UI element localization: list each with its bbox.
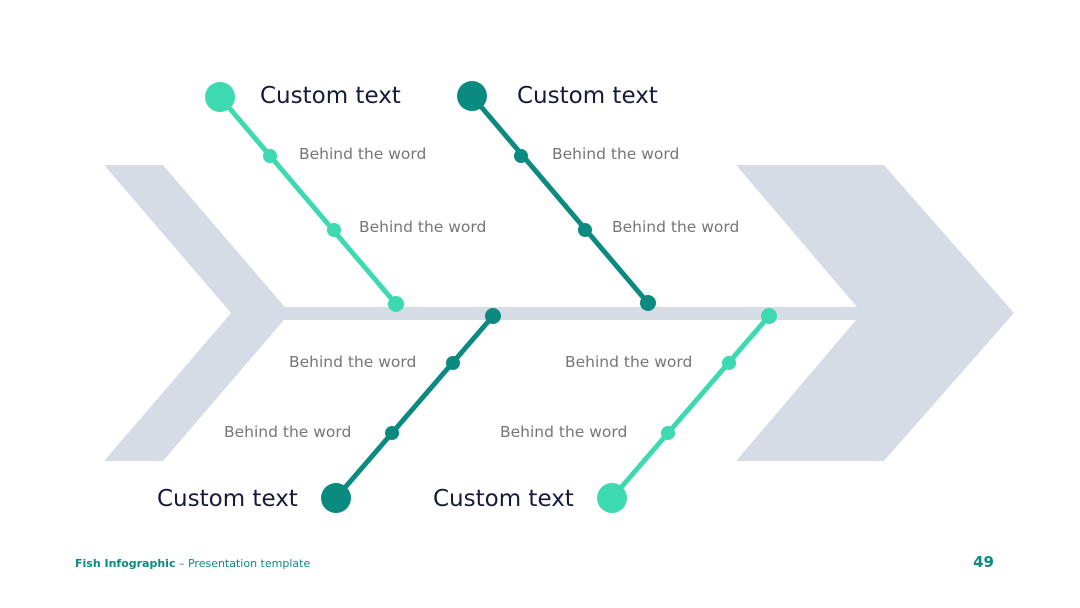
bone-3-end-dot (321, 483, 351, 513)
bone-1: Custom text Behind the word Behind the w… (205, 82, 486, 312)
bone-4-node-1 (722, 356, 736, 370)
bone-4-line (609, 313, 772, 501)
bone-1-end-dot (205, 82, 235, 112)
bone-4-end-dot (597, 483, 627, 513)
page-number: 49 (973, 553, 994, 571)
bone-4-item-2: Behind the word (500, 423, 627, 441)
bone-2-node-1 (514, 149, 528, 163)
bone-1-spine-dot (388, 296, 404, 312)
bone-1-node-2 (327, 223, 341, 237)
bone-4: Behind the word Behind the word Custom t… (433, 308, 777, 513)
bone-2-spine-dot (640, 295, 656, 311)
bone-4-spine-dot (761, 308, 777, 324)
bone-4-item-1: Behind the word (565, 353, 692, 371)
bone-2: Custom text Behind the word Behind the w… (457, 81, 739, 311)
footer-brand: Fish Infographic (75, 557, 176, 570)
bone-3-item-1: Behind the word (289, 353, 416, 371)
fish-spine (270, 307, 870, 320)
fish-head-chevron (736, 165, 1014, 461)
footer-subtitle: – Presentation template (175, 557, 311, 570)
bone-1-title: Custom text (260, 83, 401, 109)
fish-tail-chevron (104, 165, 290, 461)
bone-2-item-1: Behind the word (552, 145, 679, 163)
bone-3-item-2: Behind the word (224, 423, 351, 441)
bone-2-end-dot (457, 81, 487, 111)
bone-3: Behind the word Behind the word Custom t… (157, 308, 501, 513)
bone-2-line (469, 93, 651, 306)
bone-1-node-1 (263, 149, 277, 163)
bone-3-node-2 (385, 426, 399, 440)
bone-3-spine-dot (485, 308, 501, 324)
bone-2-title: Custom text (517, 83, 658, 109)
footer: Fish Infographic – Presentation template (75, 557, 310, 570)
bone-2-item-2: Behind the word (612, 218, 739, 236)
bone-1-line (217, 94, 399, 307)
bone-1-item-1: Behind the word (299, 145, 426, 163)
bone-2-node-2 (578, 223, 592, 237)
bone-1-item-2: Behind the word (359, 218, 486, 236)
bone-3-title: Custom text (157, 486, 298, 512)
bone-3-node-1 (446, 356, 460, 370)
bone-4-node-2 (661, 426, 675, 440)
bone-4-title: Custom text (433, 486, 574, 512)
bone-3-line (333, 313, 496, 501)
